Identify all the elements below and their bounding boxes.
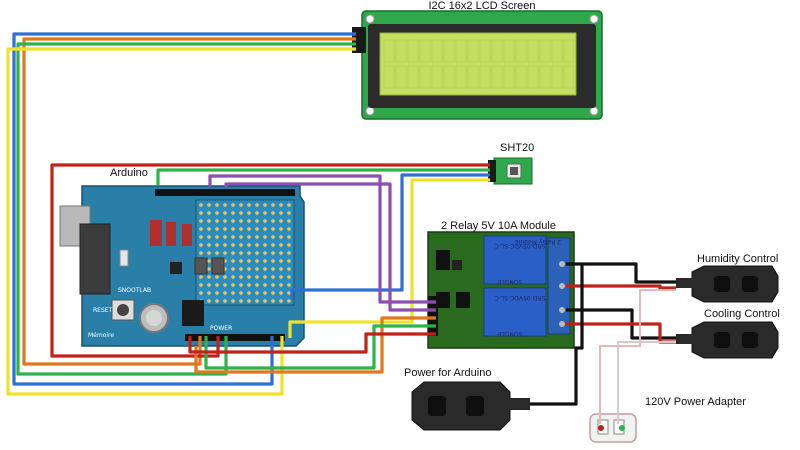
- wire-sht20-blue: [290, 173, 490, 300]
- humidity-label: Humidity Control: [697, 253, 778, 265]
- relay-1: [483, 235, 547, 285]
- power-arduino-label: Power for Arduino: [404, 367, 491, 379]
- relay-1-model: SRD-05VDC-SL-C: [495, 242, 546, 249]
- wire-humidity-red: [566, 284, 676, 290]
- wire-sht20-yellow: [288, 178, 490, 338]
- relay-2-brand: SONGLE: [497, 330, 522, 337]
- wire-sht20-red: [50, 163, 490, 358]
- wire-relay-red: [188, 332, 436, 354]
- humidity-control-outlet: [676, 265, 779, 303]
- adapter-label: 120V Power Adapter: [645, 396, 746, 408]
- wire-adapter-white-2: [617, 341, 676, 424]
- barrel-jack: [79, 223, 111, 295]
- relay-1-brand: SONGLE: [497, 278, 522, 285]
- wire-lcd-green: [16, 42, 356, 376]
- header-top: [155, 189, 295, 196]
- relay-label: 2 Relay 5V 10A Module: [441, 220, 556, 232]
- power-adapter: [589, 413, 637, 443]
- wire-relay-purple-1: [208, 174, 436, 304]
- wire-relay-green: [204, 324, 436, 370]
- lcd-character-grid: [383, 39, 575, 89]
- wire-relay-purple-2: [224, 182, 436, 312]
- sht20-label: SHT20: [500, 142, 534, 154]
- wire-humidity-black: [566, 262, 676, 284]
- wire-relay-orange: [194, 316, 436, 374]
- relay-2-model: SRD-05VDC-SL-C: [495, 294, 546, 301]
- relay-module: SRD-05VDC-SL-C SRD-05VDC-SL-C 2 Relay Mo…: [427, 231, 575, 349]
- arduino-board: SNOOTLAB Mémoire RESET POWER: [59, 185, 305, 347]
- wire-sht20-green: [156, 168, 490, 186]
- reset-label: RESET: [93, 307, 113, 314]
- header-bottom: [185, 334, 285, 341]
- labels: I2C 16x2 LCD Screen SHT20 Arduino 2 Rela…: [110, 0, 780, 408]
- wires: [6, 32, 676, 424]
- arduino-power-outlet: [411, 381, 530, 431]
- lcd-label: I2C 16x2 LCD Screen: [429, 0, 536, 12]
- lcd-module: [352, 10, 603, 120]
- sht20-sensor: [488, 157, 533, 185]
- relay-2: [483, 287, 547, 337]
- protoboard-area: [195, 199, 295, 306]
- wire-power-black: [530, 264, 584, 406]
- wire-adapter-white-1: [599, 289, 676, 424]
- cooling-control-outlet: [676, 321, 779, 359]
- arduino-label: Arduino: [110, 167, 148, 179]
- power-label: POWER: [210, 325, 232, 332]
- board-brand: SNOOTLAB: [118, 287, 151, 294]
- relay-module-title: 2 Relay Module: [515, 238, 561, 245]
- board-maker: Mémoire: [88, 332, 114, 339]
- cooling-label: Cooling Control: [704, 308, 780, 320]
- wire-lcd-yellow: [6, 47, 356, 396]
